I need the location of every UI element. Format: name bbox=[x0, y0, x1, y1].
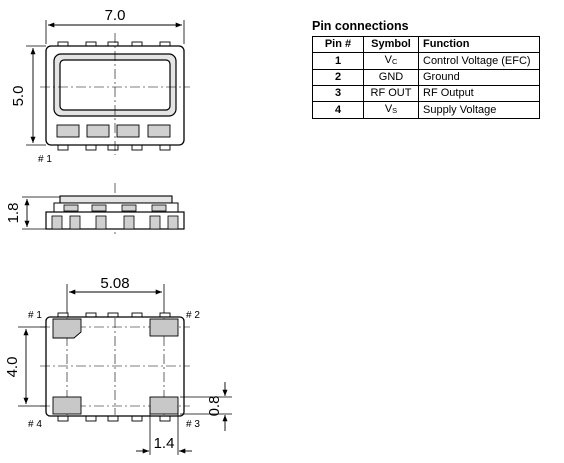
pin-table-title: Pin connections bbox=[312, 19, 409, 33]
pad-pitch-y-dimension: 4.0 bbox=[4, 357, 21, 378]
pad-4 bbox=[52, 396, 82, 415]
side-height-dimension: 1.8 bbox=[5, 203, 22, 224]
pad-3 bbox=[149, 396, 179, 415]
top-pin1-label: # 1 bbox=[38, 154, 52, 165]
symbol-subscript: S bbox=[392, 106, 398, 115]
row-function: Ground bbox=[418, 69, 540, 86]
top-height-dimension: 5.0 bbox=[10, 86, 27, 107]
table-row: 3 RF OUT RF Output bbox=[312, 85, 540, 102]
pad-height-dimension: 0.8 bbox=[206, 396, 223, 417]
table-row: 4 VS Supply Voltage bbox=[312, 101, 540, 119]
pin-4-label: # 4 bbox=[28, 419, 42, 430]
table-row: 2 GND Ground bbox=[312, 69, 540, 86]
row-function: Supply Voltage bbox=[418, 101, 540, 119]
row-pin: 3 bbox=[312, 85, 364, 102]
top-visible-pads bbox=[56, 124, 171, 138]
pin-connections: Pin connections Pin # Symbol Function 1 … bbox=[312, 19, 540, 119]
symbol-text: RF OUT bbox=[370, 87, 412, 99]
pin-2-label: # 2 bbox=[186, 310, 200, 321]
symbol-text: GND bbox=[378, 71, 404, 83]
symbol-subscript: C bbox=[391, 57, 398, 66]
row-function: RF Output bbox=[418, 85, 540, 102]
bottom-view: 5.08 4.0 # 1 # 2 # 3 # 4 bbox=[4, 275, 232, 455]
row-symbol: RF OUT bbox=[363, 85, 419, 102]
side-base bbox=[45, 211, 185, 230]
top-view: 7.0 5.0 # 1 bbox=[10, 7, 190, 165]
row-pin: 2 bbox=[312, 69, 364, 86]
symbol-text: V bbox=[384, 103, 393, 115]
bottom-package-body bbox=[45, 316, 185, 417]
side-lid bbox=[59, 195, 173, 204]
header-pin: Pin # bbox=[312, 36, 364, 53]
table-row: 1 VC Control Voltage (EFC) bbox=[312, 52, 540, 70]
pad-1 bbox=[52, 318, 82, 339]
row-symbol: VS bbox=[363, 101, 419, 119]
pin-3-label: # 3 bbox=[186, 419, 200, 430]
top-lid-inner bbox=[59, 59, 171, 111]
symbol-text: V bbox=[384, 54, 392, 66]
header-function: Function bbox=[418, 36, 540, 53]
row-pin: 4 bbox=[312, 101, 364, 119]
pad-2 bbox=[149, 318, 179, 337]
pin-table: Pin # Symbol Function 1 VC Control Volta… bbox=[312, 36, 540, 119]
side-view: 1.8 bbox=[5, 183, 185, 235]
top-width-dimension: 7.0 bbox=[105, 7, 126, 24]
row-symbol: GND bbox=[363, 69, 419, 86]
table-header-row: Pin # Symbol Function bbox=[312, 36, 540, 53]
pad-width-dimension: 1.4 bbox=[154, 435, 175, 452]
header-symbol: Symbol bbox=[363, 36, 419, 53]
row-symbol: VC bbox=[363, 52, 419, 70]
pin-1-label: # 1 bbox=[28, 310, 42, 321]
row-function: Control Voltage (EFC) bbox=[418, 52, 540, 70]
row-pin: 1 bbox=[312, 52, 364, 70]
pad-pitch-x-dimension: 5.08 bbox=[100, 275, 129, 292]
